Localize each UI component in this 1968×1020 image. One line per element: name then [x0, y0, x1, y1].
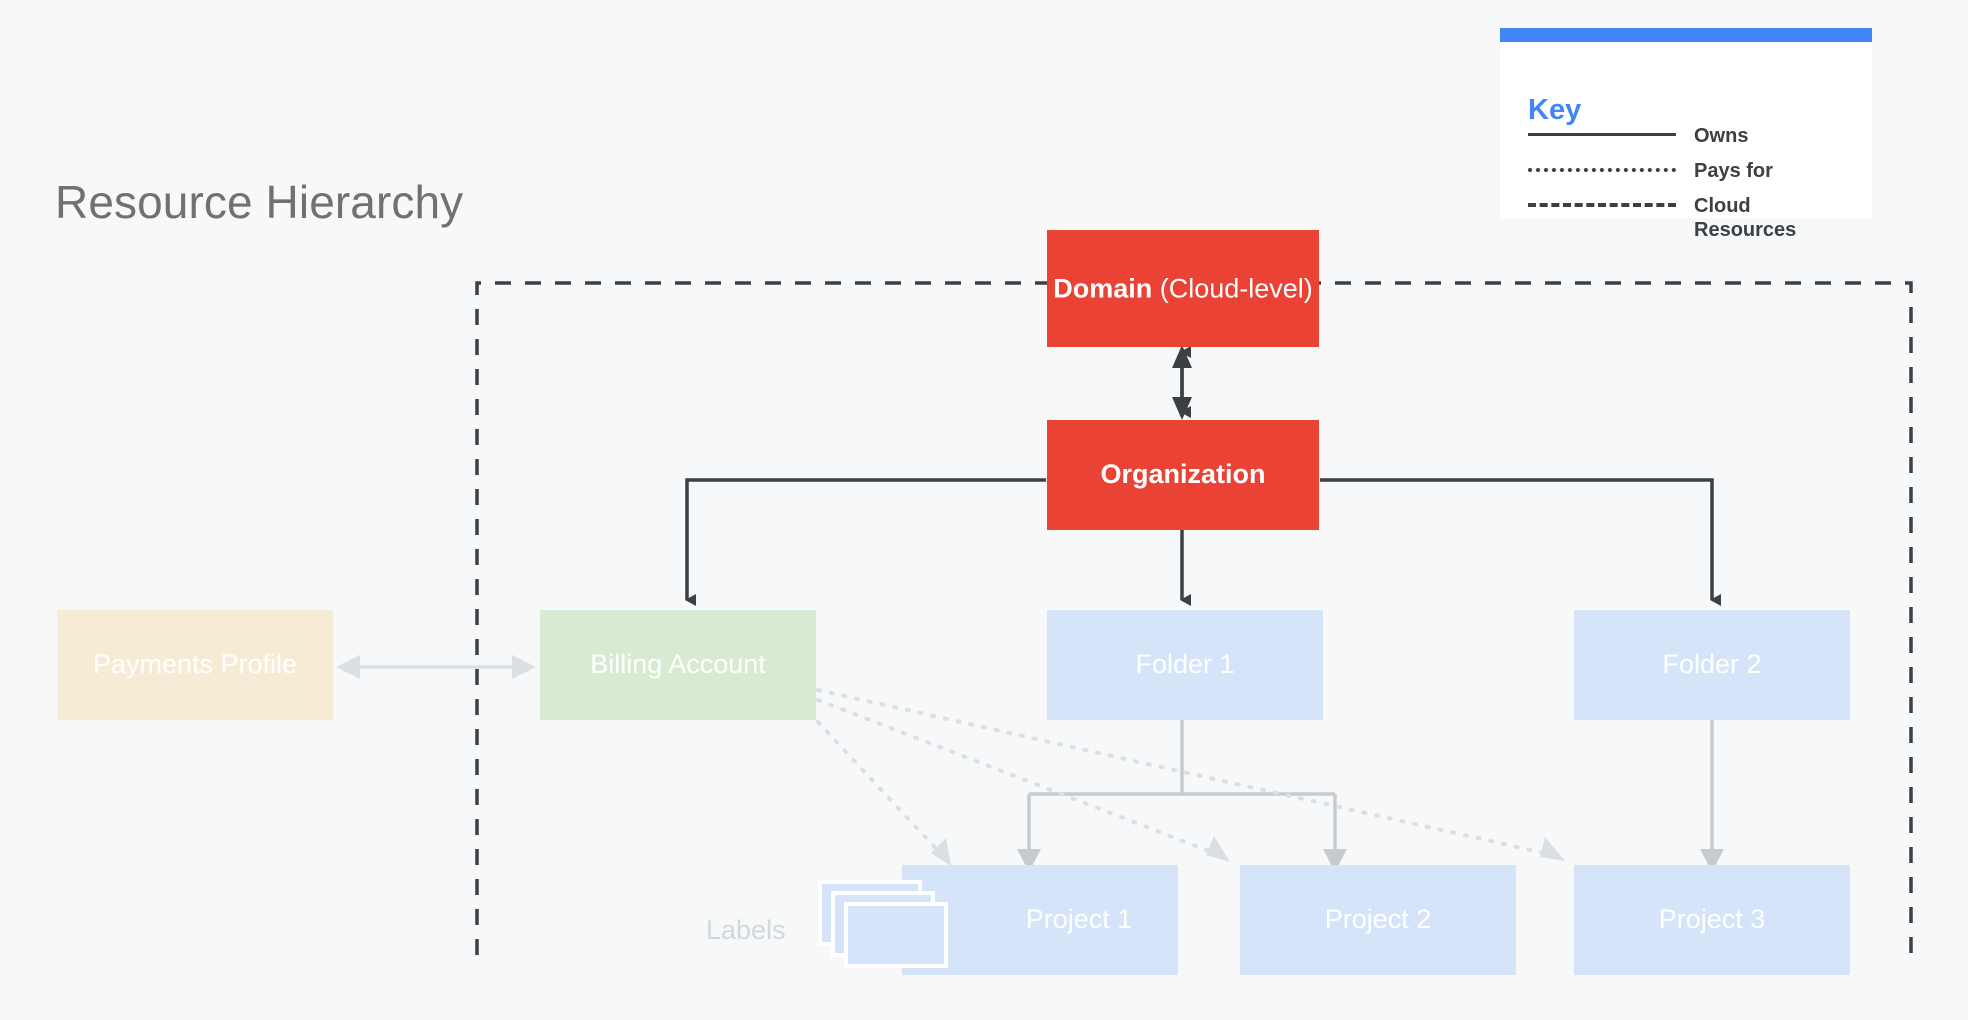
edge-billing-project1	[816, 720, 944, 857]
edge-organization-billing-account	[685, 478, 1046, 606]
node-domain-label-light: (Cloud-level)	[1152, 272, 1313, 303]
key-row-owns: Owns	[1528, 124, 1858, 159]
node-project-1-label: Project 1	[1025, 904, 1133, 935]
label-card	[844, 902, 948, 968]
node-domain-label-strong: Domain	[1053, 272, 1153, 303]
node-project-3[interactable]: Project 3	[1574, 865, 1850, 975]
key-label-owns: Owns	[1694, 125, 1749, 147]
key-rows: Owns Pays for Cloud Resources	[1528, 124, 1858, 241]
node-billing-account[interactable]: Billing Account	[540, 610, 816, 720]
label-card-stack[interactable]	[818, 880, 950, 972]
key-label-pays-for: Pays for	[1694, 160, 1773, 182]
line-style-solid-icon	[1528, 124, 1676, 144]
line-style-dashed-icon	[1528, 194, 1676, 214]
node-payments-profile-label: Payments Profile	[92, 649, 298, 680]
key-label-cloud-resources: Cloud Resources	[1694, 195, 1797, 241]
node-folder-2[interactable]: Folder 2	[1574, 610, 1850, 720]
node-organization-label: Organization	[1100, 459, 1266, 490]
node-organization[interactable]: Organization	[1047, 420, 1319, 530]
node-project-2-label: Project 2	[1324, 904, 1432, 935]
key-row-pays-for: Pays for	[1528, 159, 1858, 194]
node-domain-label: Domain (Cloud-level)	[1053, 273, 1313, 304]
node-domain[interactable]: Domain (Cloud-level)	[1047, 230, 1319, 347]
node-project-2[interactable]: Project 2	[1240, 865, 1516, 975]
line-style-dotted-icon	[1528, 159, 1676, 179]
labels-caption: Labels	[706, 915, 786, 945]
node-project-1[interactable]: Project 1	[902, 865, 1178, 975]
edge-billing-project2	[816, 698, 1221, 857]
node-folder-1[interactable]: Folder 1	[1047, 610, 1323, 720]
node-payments-profile[interactable]: Payments Profile	[57, 610, 333, 720]
node-folder-1-label: Folder 1	[1135, 649, 1235, 680]
node-folder-2-label: Folder 2	[1662, 649, 1762, 680]
node-project-3-label: Project 3	[1658, 904, 1766, 935]
key-legend-panel: Key Owns Pays for Cloud Resources	[1500, 28, 1872, 241]
page-title: Resource Hierarchy	[55, 176, 464, 228]
key-heading: Key	[1528, 94, 1582, 126]
node-billing-account-label: Billing Account	[590, 649, 766, 680]
edge-folder1-tree	[1027, 720, 1337, 860]
edge-organization-folder2	[1320, 478, 1721, 606]
key-accent-bar	[1500, 28, 1872, 42]
key-row-cloud-resources: Cloud Resources	[1528, 194, 1858, 241]
